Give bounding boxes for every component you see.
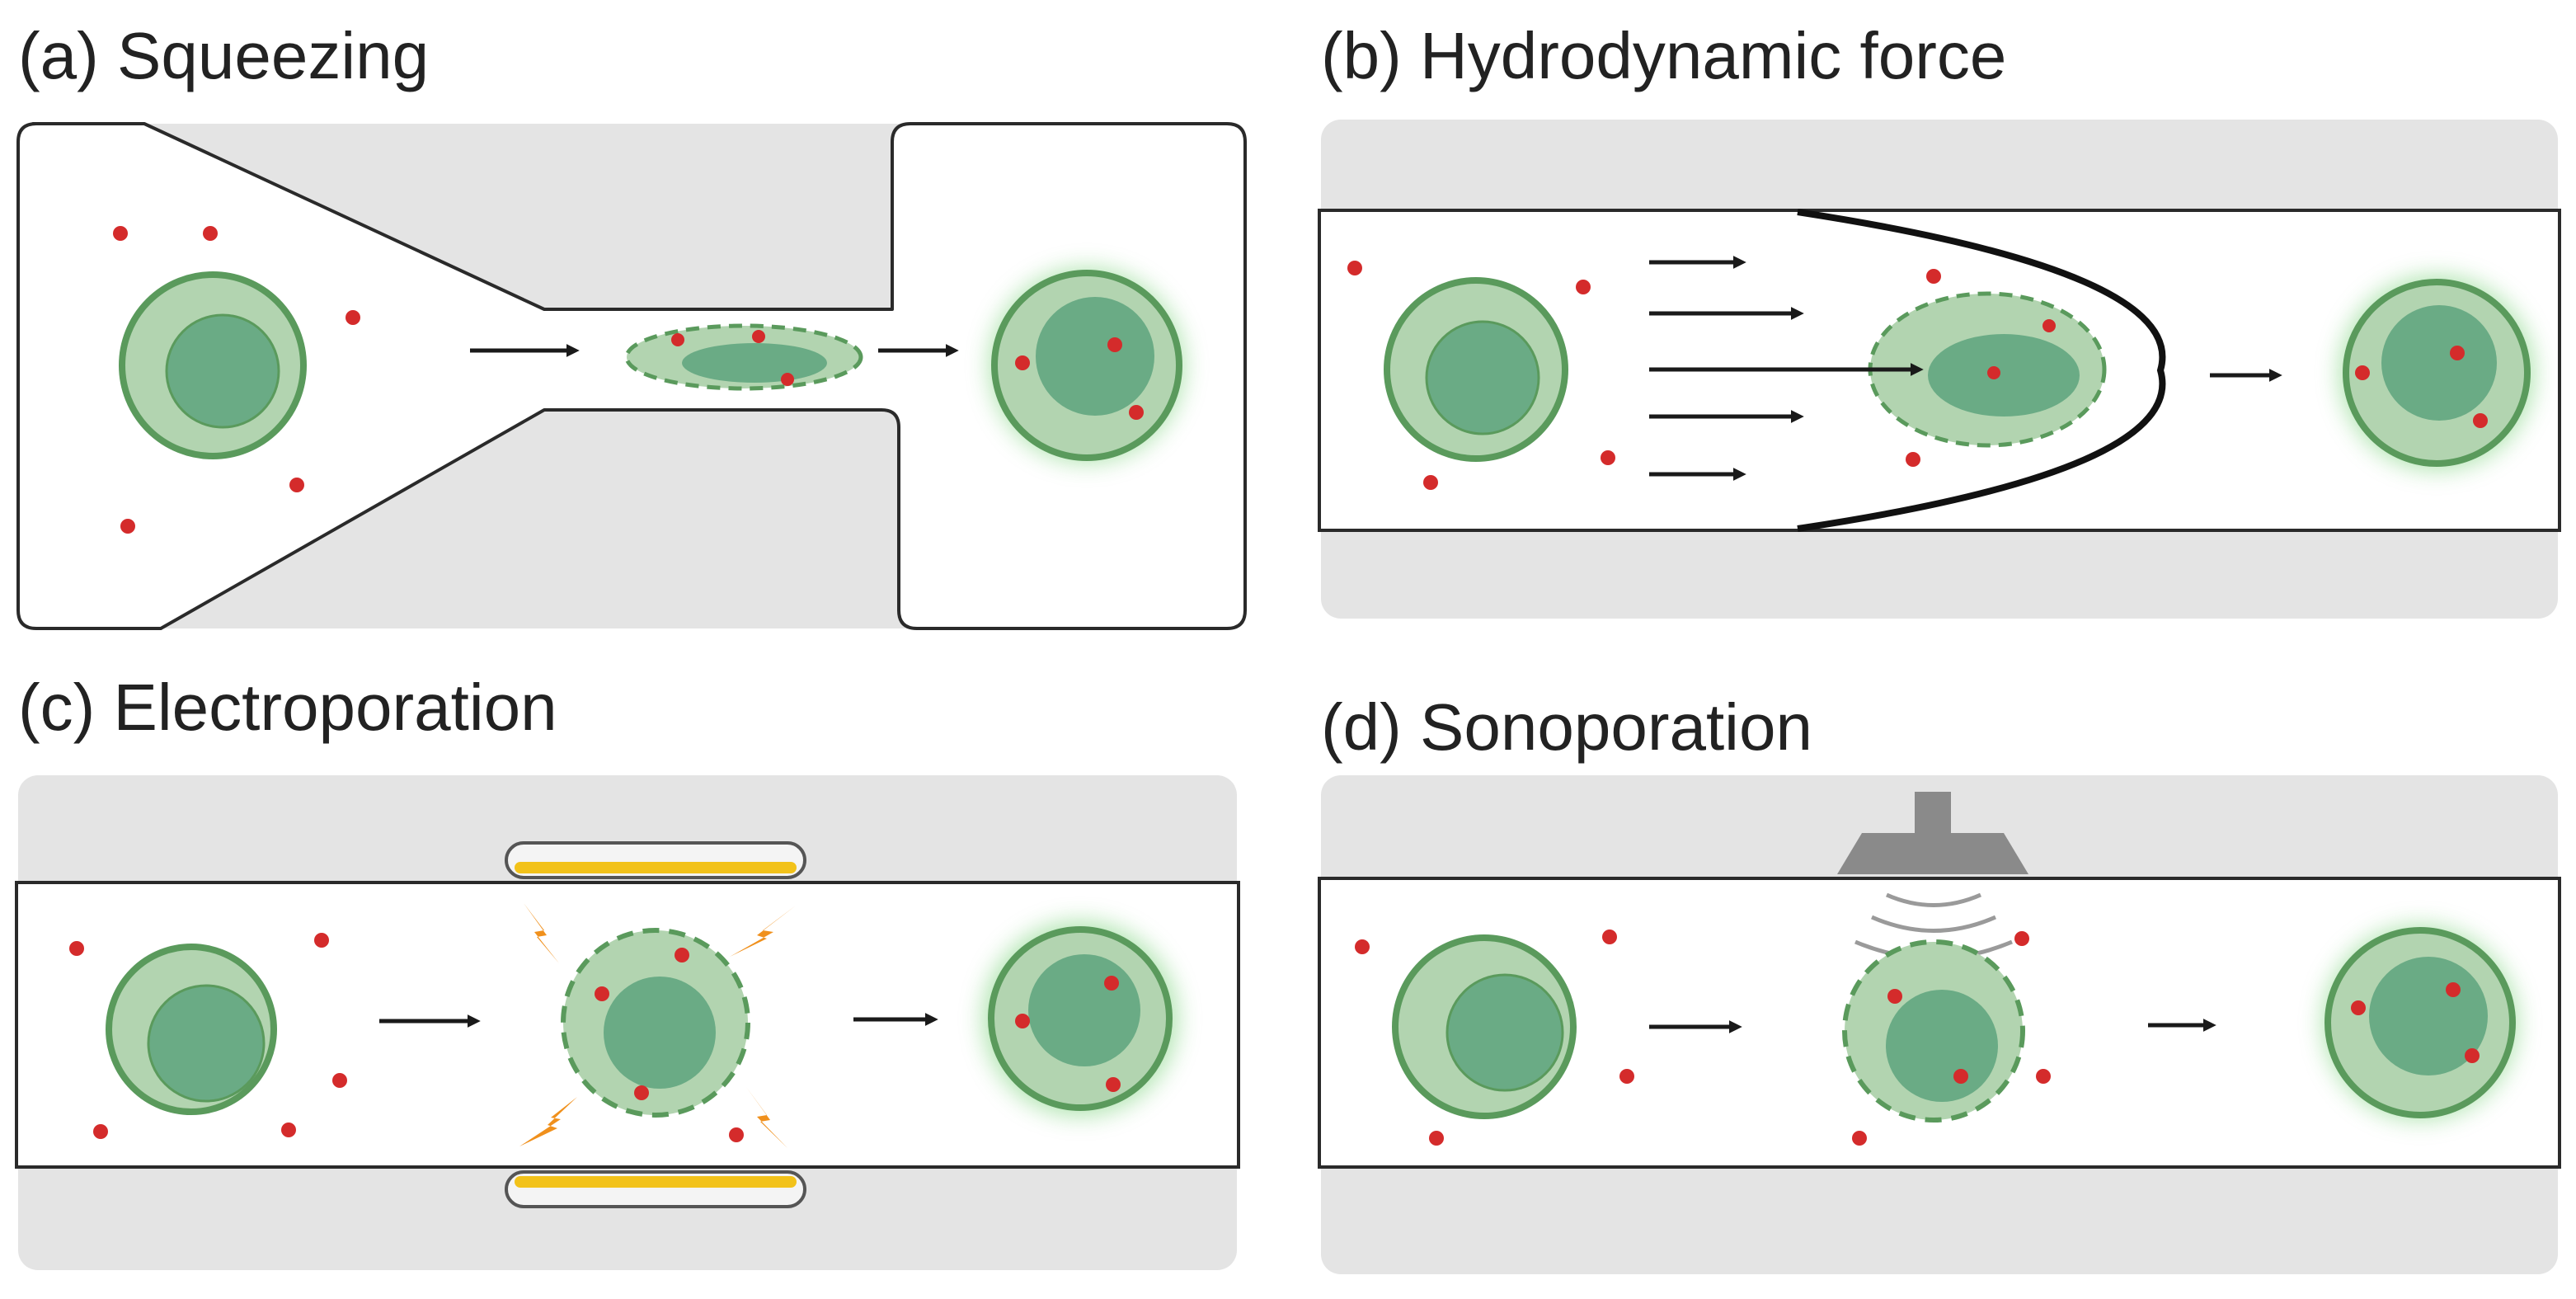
cell-icon xyxy=(1392,934,1577,1119)
panel-title-c: (c) Electroporation xyxy=(18,671,557,744)
panel-title-b: (b) Hydrodynamic force xyxy=(1321,19,2007,92)
loaded-cell-icon xyxy=(2323,925,2517,1120)
flow-arrows xyxy=(1649,255,1804,482)
cell-icon xyxy=(1384,277,1568,462)
cargo-dots xyxy=(1347,261,1941,490)
electrode-icon xyxy=(505,841,806,879)
loaded-cell-icon xyxy=(990,268,1184,463)
channel-constriction xyxy=(16,122,1247,630)
spark-icon xyxy=(519,903,796,1148)
cell-icon xyxy=(106,944,277,1115)
panel-a xyxy=(16,122,1247,630)
cargo-dot-icon xyxy=(729,1127,744,1142)
porated-cell-icon xyxy=(1842,931,2029,1123)
transducer-icon xyxy=(1837,792,2028,874)
loaded-cell-icon xyxy=(983,921,1178,1116)
flow-profile-curve xyxy=(1797,209,2166,532)
panel-title-d: (d) Sonoporation xyxy=(1321,690,1812,764)
panel-c xyxy=(15,775,1240,1270)
cargo-dots xyxy=(69,933,347,1139)
cell-icon xyxy=(119,271,307,459)
squeezed-cell-icon xyxy=(624,323,863,391)
panel-title-a: (a) Squeezing xyxy=(18,19,430,92)
electrode-icon xyxy=(505,1170,806,1208)
panel-b xyxy=(1318,120,2561,619)
deformed-cell-icon xyxy=(1868,291,2107,448)
porated-cell-icon xyxy=(561,928,750,1118)
panel-d xyxy=(1318,775,2561,1274)
loaded-cell-icon xyxy=(2339,275,2534,470)
cargo-dots xyxy=(113,226,360,534)
cargo-dots xyxy=(1355,930,2051,1146)
